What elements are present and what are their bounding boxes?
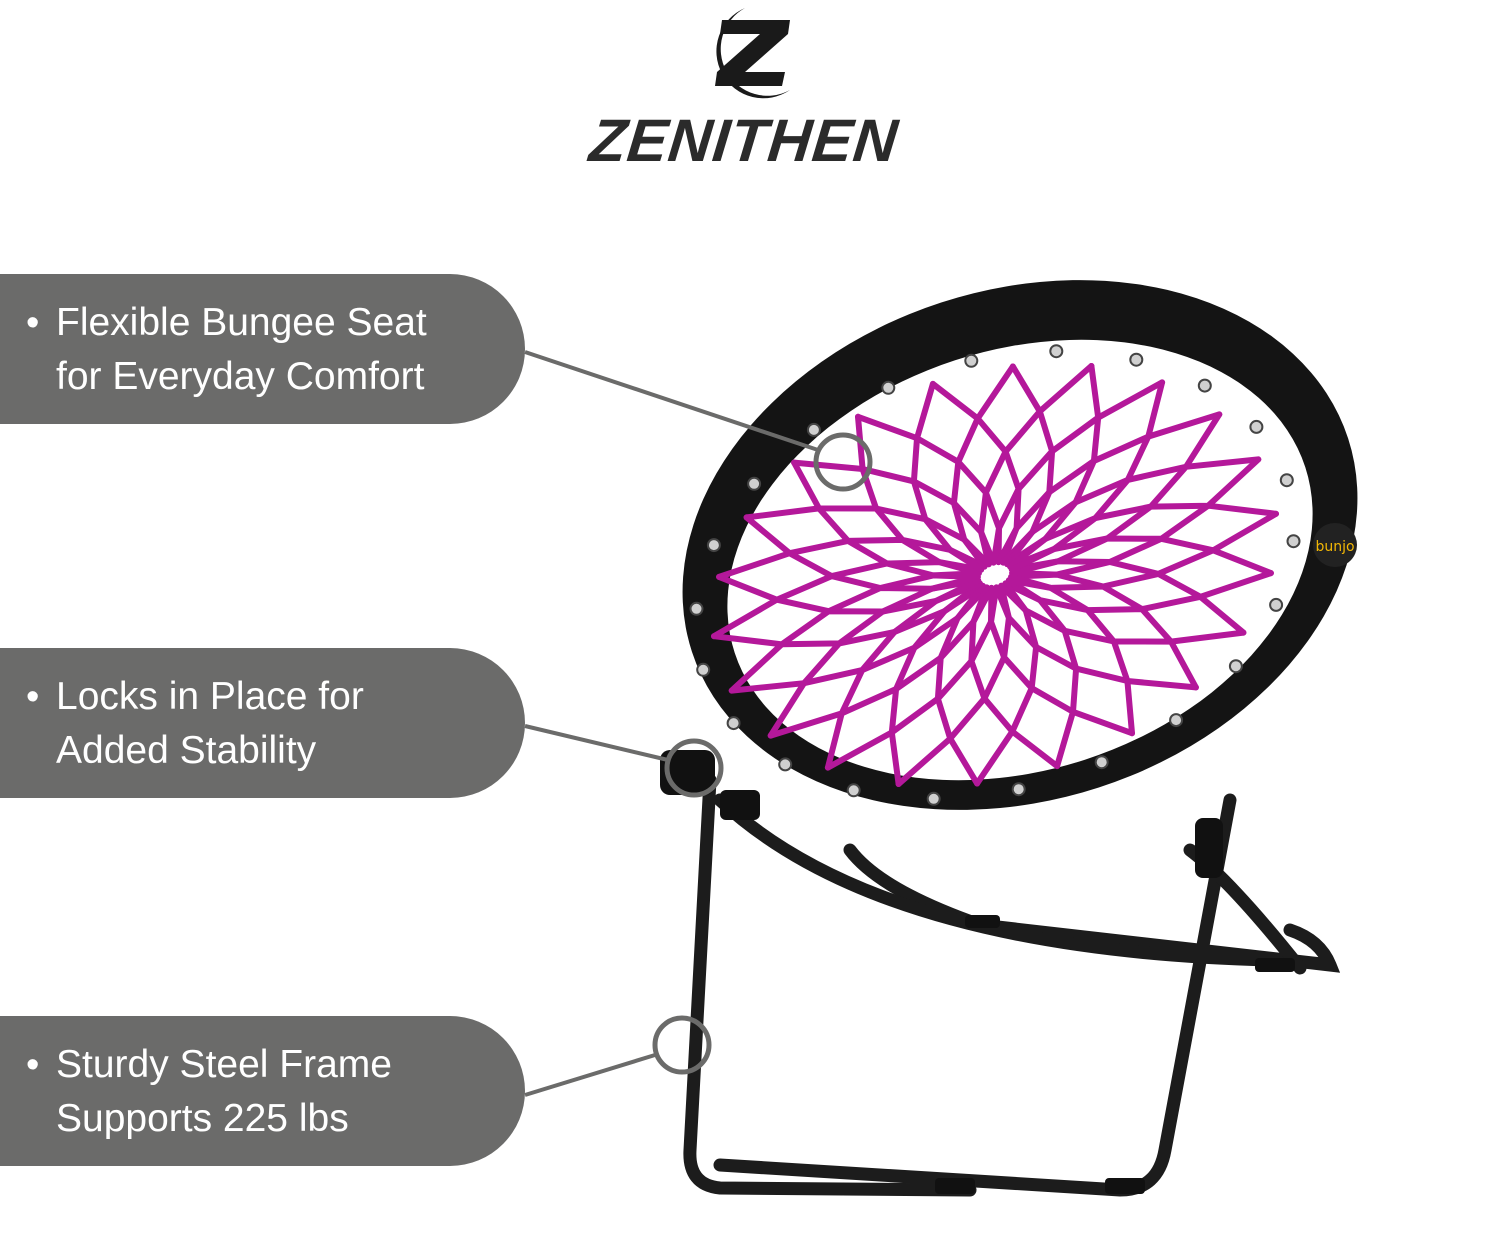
bungee-cord [998,582,1135,737]
bungee-cord [1002,580,1199,691]
grommet [846,783,861,798]
bungee-cord [743,505,985,573]
callout-line: Locks in Place for [56,675,364,718]
grommet [1197,378,1212,393]
grommet [1228,659,1243,674]
bungee-cord [1000,363,1102,566]
grommet [778,757,793,772]
grommet [726,716,741,731]
grommet [926,791,941,806]
grommet [806,422,821,437]
grommet [706,538,721,553]
grommet [689,601,704,616]
callout-line: Added Stability [56,729,317,772]
bullet: • [26,1044,40,1086]
bungee-cord [1004,379,1166,568]
brand-name: ZENITHEN [586,107,902,174]
callout-line: Sturdy Steel Frame [56,1043,392,1086]
bungee-cord [824,582,986,771]
callout-line: Supports 225 lbs [56,1097,349,1140]
grommet [747,476,762,491]
grommet [1269,597,1284,612]
bungee-cord [855,413,992,568]
grommet [1094,755,1109,770]
grommet [1011,782,1026,797]
callout-lock-stability: • Locks in Place for Added Stability [0,648,525,798]
grommet [1286,534,1301,549]
bungee-cord [888,584,990,787]
grommet [964,353,979,368]
callout-line: Flexible Bungee Seat [56,301,427,344]
grommet [696,662,711,677]
bungee-cord [791,459,988,570]
bungee-cord [1008,570,1274,600]
bunjo-tag-text: bunjo [1315,539,1354,555]
bungee-cord [767,580,983,739]
bungee-cord [711,574,981,640]
bungee-cord [1009,510,1279,576]
bungee-cord [993,584,1061,770]
callout-steel-frame: • Sturdy Steel Frame Supports 225 lbs [0,1016,525,1166]
grommet [1129,352,1144,367]
bungee-cord [716,550,982,580]
bungee-cord [1005,577,1247,645]
bungee-cord [929,380,997,566]
zenithen-logo-icon [715,8,790,99]
callout-line: for Everyday Comfort [56,355,425,398]
grommet [1169,713,1184,728]
callout-bungee-seat: • Flexible Bungee Seat for Everyday Comf… [0,274,525,424]
bullet: • [26,302,40,344]
grommet [1279,473,1294,488]
bungee-cord [728,577,982,694]
grommet [881,380,896,395]
bungee-cord [947,584,995,787]
bungee-cord [1008,456,1262,573]
bungee-cord [1007,411,1223,570]
grommet [1049,344,1064,359]
bungee-cord [995,363,1043,566]
grommet [1249,419,1264,434]
bullet: • [26,676,40,718]
